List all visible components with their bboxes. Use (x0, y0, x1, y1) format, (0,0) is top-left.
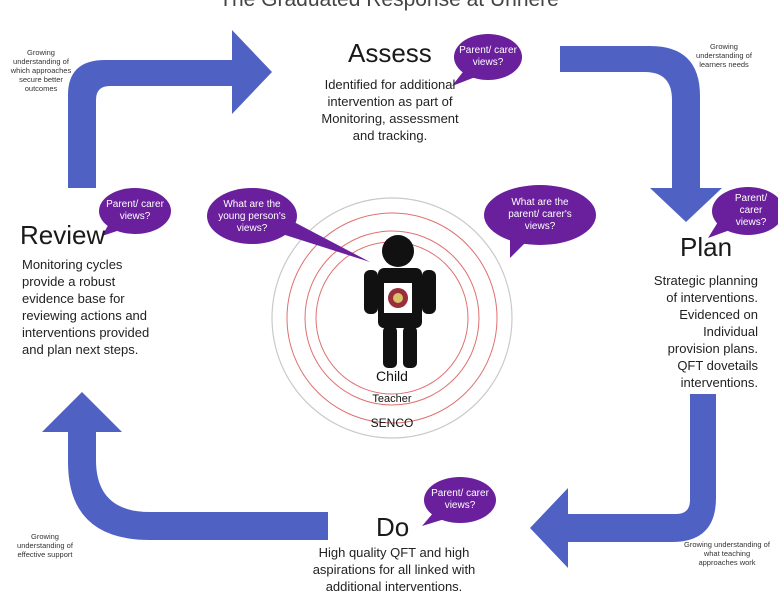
bubble-parent-carer (484, 185, 596, 245)
child-figure-icon (364, 235, 436, 368)
bubble-assess-parent (454, 34, 522, 80)
bubble-plan-parent (712, 187, 778, 235)
arrow-do-to-review (42, 392, 328, 540)
assess-heading: Assess (348, 38, 432, 68)
bubble-young-person (207, 188, 297, 244)
plan-heading: Plan (680, 232, 733, 262)
note-top-left: Growing understanding of which approache… (10, 48, 72, 93)
note-top-right: Growing understanding of learners needs (696, 42, 752, 69)
arrow-review-to-assess (68, 30, 272, 188)
note-bottom-right: Growing understanding of what teaching a… (684, 540, 770, 567)
bubble-assess-parent-text: Parent/ carer views? (459, 45, 517, 68)
bubble-review-parent-text: Parent/ carer views? (106, 199, 164, 222)
teacher-label: Teacher (372, 393, 412, 405)
arrow-assess-to-plan (560, 46, 722, 222)
do-description: High quality QFT and high aspirations fo… (312, 545, 476, 594)
assess-description: Identified for additional intervention a… (321, 77, 459, 143)
bubble-parent-carer-text: What are the parent/ carer's views? (508, 197, 572, 232)
senco-label: SENCO (370, 416, 414, 430)
bubble-plan-parent-text: Parent/ carer views? (734, 193, 768, 228)
bubble-young-person-text: What are the young person's views? (218, 199, 286, 234)
bubble-review-parent (99, 188, 171, 234)
arrow-plan-to-do (530, 394, 716, 568)
review-heading: Review (20, 220, 106, 250)
bubble-do-parent (424, 477, 496, 523)
ring-child-outer (304, 230, 480, 406)
plan-description: Strategic planning of interventions. Evi… (653, 273, 758, 390)
child-label: Child (376, 368, 408, 384)
do-heading: Do (376, 512, 410, 542)
diagram-title: The Graduated Response at Unnere (0, 0, 778, 12)
note-bottom-left: Growing understanding of effective suppo… (17, 532, 73, 559)
review-description: Monitoring cycles provide a robust evide… (22, 257, 150, 357)
ring-teacher (286, 212, 498, 424)
ring-senco (271, 197, 513, 439)
bubble-do-parent-text: Parent/ carer views? (431, 488, 489, 511)
